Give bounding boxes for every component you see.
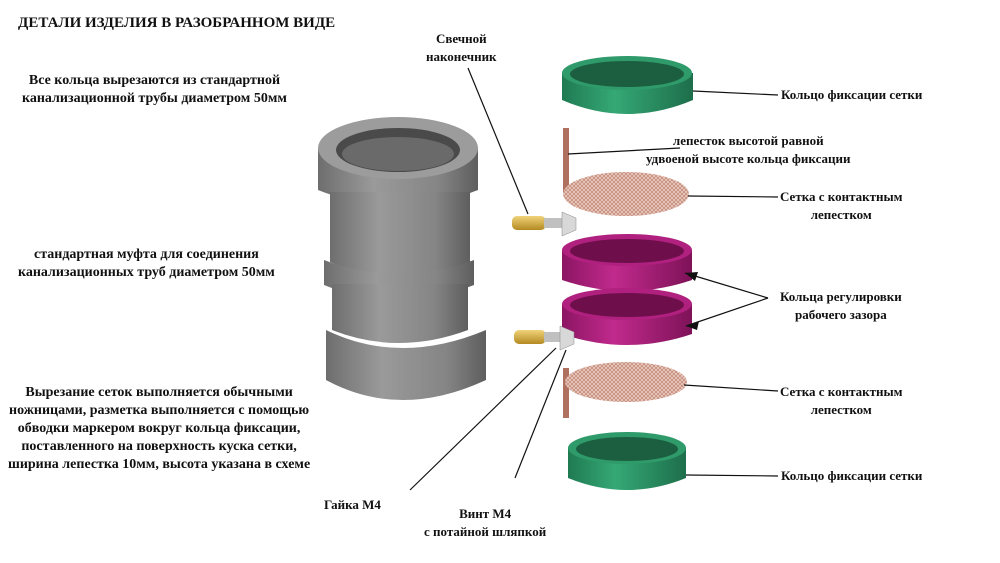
spark-cap-top [512, 211, 577, 237]
label-adjust-rings: Кольца регулировки рабочего зазора [780, 289, 902, 322]
spark-cap-bottom [514, 325, 575, 351]
mesh-bottom [563, 362, 687, 418]
adjust-ring-2 [562, 288, 692, 345]
note-mesh-cutting: Вырезание сеток выполняется обычными нож… [8, 385, 311, 472]
label-mesh-bottom: Сетка с контактным лепестком [780, 384, 903, 417]
label-nut: Гайка М4 [324, 497, 381, 512]
adjust-ring-1 [562, 234, 692, 291]
label-ring-top: Кольцо фиксации сетки [781, 87, 923, 102]
note-coupling: стандартная муфта для соединения канализ… [18, 247, 275, 280]
note-rings-cut: Все кольца вырезаются из стандартной кан… [22, 73, 287, 106]
mesh-top [563, 172, 689, 216]
page-title: ДЕТАЛИ ИЗДЕЛИЯ В РАЗОБРАННОМ ВИДЕ [18, 15, 336, 31]
petal-strip [563, 128, 569, 192]
fix-ring-bottom [568, 432, 686, 490]
leader-lines [409, 67, 779, 491]
label-spark-cap: Свечной наконечник [426, 31, 497, 64]
coupling [318, 117, 486, 400]
fix-ring-top [562, 56, 693, 114]
label-screw: Винт М4 с потайной шляпкой [424, 506, 547, 539]
arrowhead-2 [686, 321, 699, 330]
arrowhead-1 [685, 272, 698, 281]
label-ring-bottom: Кольцо фиксации сетки [781, 468, 923, 483]
label-mesh-top: Сетка с контактным лепестком [780, 189, 903, 222]
label-petal: лепесток высотой равной удвоеной высоте … [646, 133, 851, 166]
